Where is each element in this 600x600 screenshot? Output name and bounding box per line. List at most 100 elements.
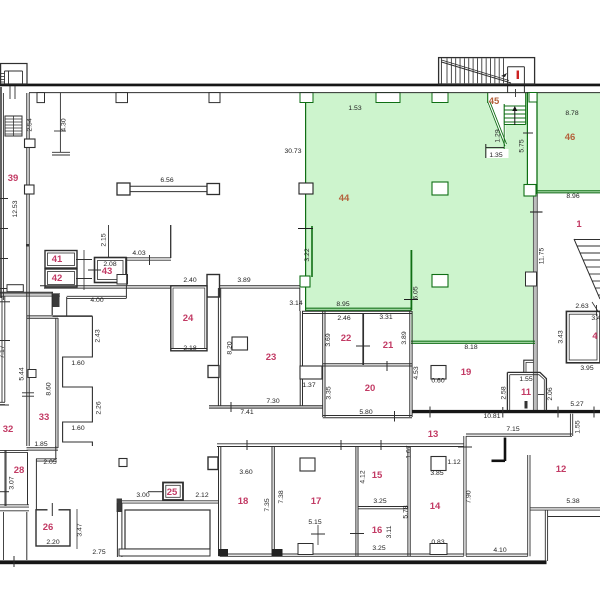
svg-text:3.69: 3.69 [325,333,332,346]
svg-text:3.46: 3.46 [591,315,600,322]
svg-text:5.75: 5.75 [519,139,526,152]
svg-text:3.25: 3.25 [373,498,386,505]
svg-text:4.30: 4.30 [61,118,68,131]
svg-text:2.58: 2.58 [501,386,508,399]
svg-text:43: 43 [102,266,113,277]
svg-text:4.12: 4.12 [360,470,367,483]
svg-text:1.29: 1.29 [495,129,502,142]
svg-text:46: 46 [565,132,576,143]
svg-text:5.15: 5.15 [308,519,321,526]
svg-text:7.15: 7.15 [506,426,519,433]
svg-text:0.83: 0.83 [431,539,444,546]
svg-text:42: 42 [52,273,63,284]
svg-text:4.00: 4.00 [90,297,103,304]
svg-text:12.53: 12.53 [12,200,19,217]
svg-text:1.55: 1.55 [575,420,582,433]
svg-text:2.63: 2.63 [575,303,588,310]
svg-text:5.80: 5.80 [359,409,372,416]
svg-text:3.60: 3.60 [239,469,252,476]
svg-text:2.05: 2.05 [43,459,56,466]
svg-text:8.95: 8.95 [336,301,349,308]
svg-text:10.81: 10.81 [483,413,500,420]
svg-text:12: 12 [556,464,567,475]
svg-text:5.78: 5.78 [403,505,410,518]
svg-text:2.26: 2.26 [96,401,103,414]
svg-text:7.90: 7.90 [466,490,473,503]
svg-text:3.00: 3.00 [136,492,149,499]
svg-text:2.54: 2.54 [27,118,34,131]
svg-text:44: 44 [339,193,350,204]
svg-text:11.75: 11.75 [539,248,546,265]
svg-text:8.78: 8.78 [565,110,578,117]
svg-text:19: 19 [461,367,472,378]
svg-text:39: 39 [8,173,19,184]
svg-text:8.20: 8.20 [227,341,234,354]
svg-text:4.53: 4.53 [413,366,420,379]
svg-text:3.85: 3.85 [430,470,443,477]
svg-text:15: 15 [372,470,383,481]
svg-text:0.60: 0.60 [431,378,444,385]
svg-text:3.25: 3.25 [372,545,385,552]
svg-text:1: 1 [576,219,582,230]
svg-text:2.40: 2.40 [183,277,196,284]
svg-text:17: 17 [311,496,322,507]
svg-text:1.37: 1.37 [302,382,315,389]
svg-text:14: 14 [430,501,441,512]
svg-text:7.30: 7.30 [266,398,279,405]
svg-text:6.05: 6.05 [413,286,420,299]
svg-text:3.07: 3.07 [9,476,16,489]
svg-text:41: 41 [52,254,63,265]
svg-text:4.03: 4.03 [132,250,145,257]
svg-text:2.18: 2.18 [183,345,196,352]
svg-text:2.12: 2.12 [195,492,208,499]
svg-text:2.15: 2.15 [101,233,108,246]
svg-text:11: 11 [521,387,532,398]
svg-text:5.44: 5.44 [19,367,26,380]
svg-text:2.06: 2.06 [547,387,554,400]
svg-text:1.12: 1.12 [447,459,460,466]
svg-text:2.20: 2.20 [46,539,59,546]
svg-text:3.89: 3.89 [237,277,250,284]
svg-text:2.75: 2.75 [92,549,105,556]
svg-text:24: 24 [183,313,194,324]
svg-text:18: 18 [238,496,249,507]
svg-text:3.95: 3.95 [580,365,593,372]
svg-text:3.89: 3.89 [401,331,408,344]
svg-text:7.41: 7.41 [240,409,253,416]
svg-text:45: 45 [489,96,500,107]
svg-text:28: 28 [14,465,25,476]
svg-text:1.67: 1.67 [406,445,413,458]
svg-text:1.60: 1.60 [71,360,84,367]
svg-text:7.38: 7.38 [278,490,285,503]
svg-text:3.22: 3.22 [304,248,311,261]
svg-text:16: 16 [372,525,383,536]
svg-text:7.35: 7.35 [264,498,271,511]
svg-text:4.10: 4.10 [493,547,506,554]
svg-text:21: 21 [383,340,394,351]
svg-text:3.43: 3.43 [558,330,565,343]
svg-text:20: 20 [365,383,376,394]
svg-text:5.27: 5.27 [570,401,583,408]
svg-text:30.73: 30.73 [284,148,301,155]
svg-text:7.17: 7.17 [0,345,6,358]
svg-text:8.60: 8.60 [46,382,53,395]
svg-text:5.38: 5.38 [566,498,579,505]
svg-text:3.35: 3.35 [326,386,333,399]
svg-text:1.35: 1.35 [489,152,502,159]
svg-text:3.31: 3.31 [379,314,392,321]
svg-text:25: 25 [167,487,178,498]
svg-text:8.18: 8.18 [464,344,477,351]
svg-text:33: 33 [39,412,50,423]
svg-text:23: 23 [266,352,277,363]
svg-text:13: 13 [428,429,439,440]
svg-text:1.85: 1.85 [34,441,47,448]
svg-text:26: 26 [43,522,54,533]
svg-text:2.43: 2.43 [95,329,102,342]
svg-text:2.08: 2.08 [103,261,116,268]
svg-text:3.11: 3.11 [386,525,393,538]
svg-text:4: 4 [592,331,598,342]
svg-text:8.96: 8.96 [566,193,579,200]
svg-text:1.60: 1.60 [71,425,84,432]
svg-text:2.46: 2.46 [337,315,350,322]
svg-text:32: 32 [3,424,14,435]
